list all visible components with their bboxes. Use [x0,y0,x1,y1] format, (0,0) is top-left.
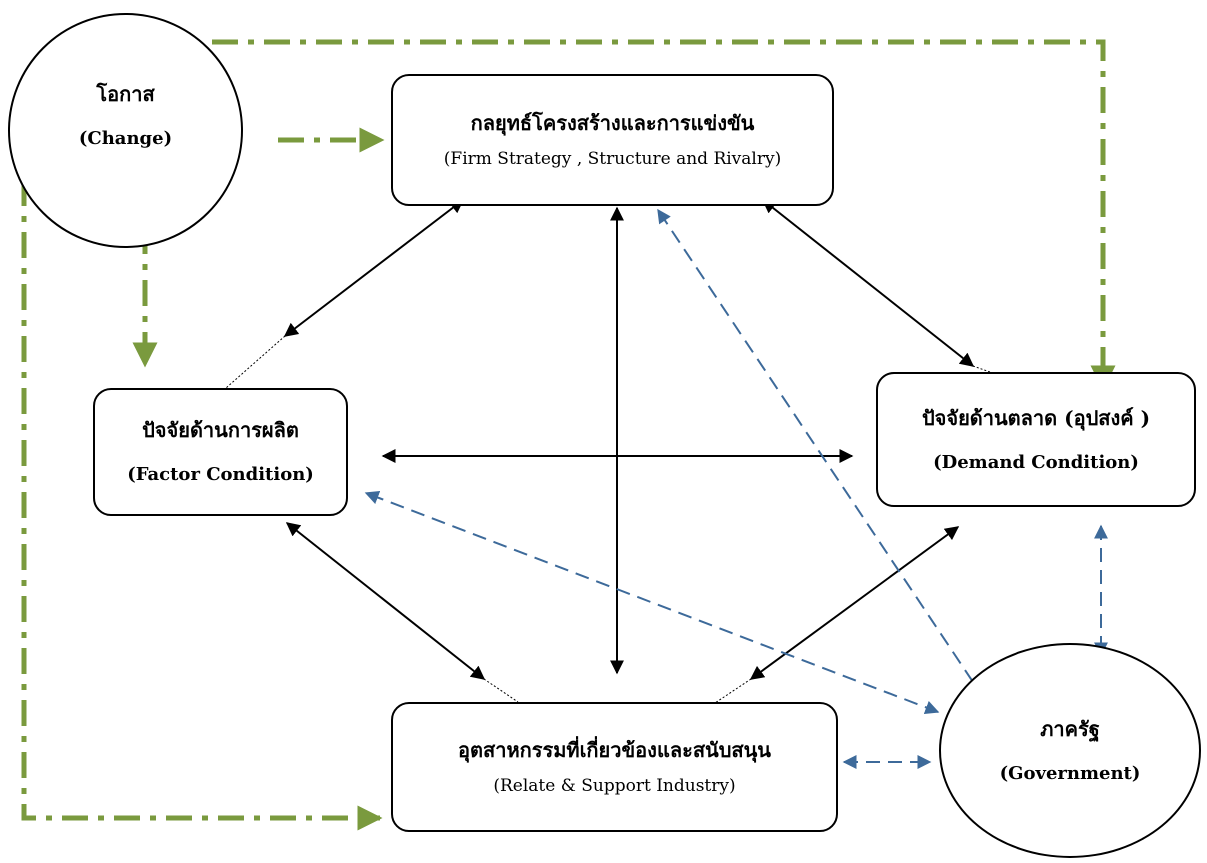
factor-condition-english-label: (Factor Condition) [127,464,314,486]
firm-strategy-thai-label: กลยุทธ์โครงสร้างและการแข่งขัน [470,110,755,135]
government-factor-arrow [364,490,940,715]
change-english-label: (Change) [78,127,173,149]
government-english-label: (Government) [999,762,1141,784]
demand-related-arrow [749,526,960,680]
factor-condition-thai-label: ปัจจัยด้านการผลิต [142,418,299,443]
related-industry-english-label: (Relate & Support Industry) [493,775,736,796]
government-node: ภาครัฐ (Government) [939,643,1201,858]
government-thai-label: ภาครัฐ [1040,716,1100,741]
change-to-related-industry-arrow [21,180,383,831]
change-to-demand-arrow [212,39,1116,391]
change-thai-label: โอกาส [96,81,155,106]
factor-related-arrow [285,522,486,680]
change-node: โอกาส (Change) [8,13,243,248]
demand-condition-node: ปัจจัยด้านตลาด (อุปสงค์ ) (Demand Condit… [876,372,1196,507]
demand-condition-english-label: (Demand Condition) [933,451,1139,473]
demand-condition-thai-label: ปัจจัยด้านตลาด (อุปสงค์ ) [921,405,1151,430]
firm-demand-arrow [761,199,975,367]
related-industry-thai-label: อุตสาหกรรมที่เกี่ยวข้องและสนับสนุน [458,737,771,762]
related-industry-node: อุตสาหกรรมที่เกี่ยวข้องและสนับสนุน (Rela… [391,702,838,832]
firm-factor-arrow [283,199,465,337]
factor-condition-node: ปัจจัยด้านการผลิต (Factor Condition) [93,388,348,516]
firm-strategy-node: กลยุทธ์โครงสร้างและการแข่งขัน (Firm Stra… [391,74,834,206]
firm-strategy-english-label: (Firm Strategy , Structure and Rivalry) [443,148,782,169]
